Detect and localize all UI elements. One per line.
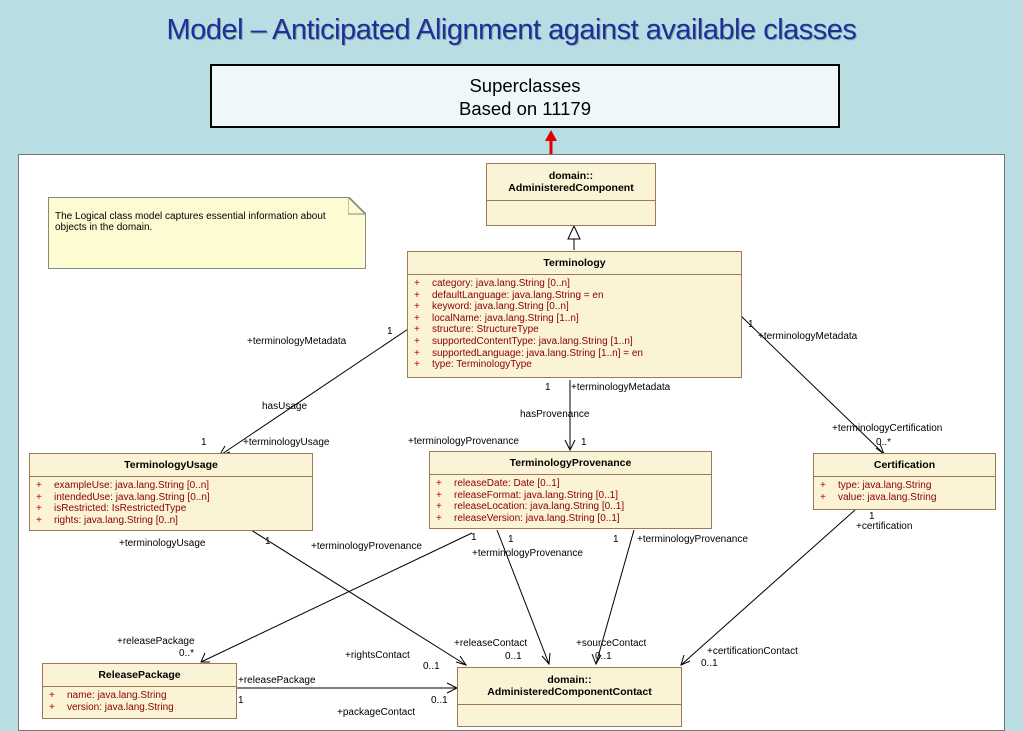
attribute: +localName: java.lang.String [1..n] [414,312,579,324]
attribute: +releaseFormat: java.lang.String [0..1] [436,489,618,501]
class-name: Terminology [408,252,741,275]
attribute: +type: java.lang.String [820,480,932,491]
role-label: +releaseContact [454,638,528,649]
class-title: AdministeredComponentContact [487,686,652,698]
association-label: hasUsage [262,401,308,412]
attribute: +category: java.lang.String [0..n] [414,278,570,289]
class-name: ReleasePackage [43,664,236,687]
role-label: +terminologyProvenance [408,436,519,447]
attribute: +type: TerminologyType [414,359,532,371]
attribute-list: +name: java.lang.String +version: java.l… [43,687,236,717]
role-label: +certification [856,521,913,532]
multiplicity-label: 1 [265,536,271,547]
multiplicity-label: 0..1 [701,658,718,669]
multiplicity-label: 0..1 [423,661,440,672]
attribute: +version: java.lang.String [49,701,174,713]
attribute-list: +exampleUse: java.lang.String [0..n] +in… [30,477,312,530]
multiplicity-label: 1 [471,532,477,543]
class-release-package: ReleasePackage +name: java.lang.String +… [42,663,237,719]
uml-diagram-panel: The Logical class model captures essenti… [18,154,1005,731]
attribute: +intendedUse: java.lang.String [0..n] [36,491,210,503]
superclasses-box: Superclasses Based on 11179 [210,64,840,128]
attribute: +releaseVersion: java.lang.String [0..1] [436,512,620,524]
attribute: +releaseLocation: java.lang.String [0..1… [436,501,625,513]
note-fold-icon [348,197,366,215]
multiplicity-label: 0..1 [505,651,522,662]
multiplicity-label: 0..1 [431,695,448,706]
class-terminology-provenance: TerminologyProvenance +releaseDate: Date… [429,451,712,529]
attribute: +supportedLanguage: java.lang.String [1.… [414,347,643,359]
role-label: +terminologyMetadata [247,336,347,347]
attribute: +value: java.lang.String [820,491,937,503]
class-administered-component: domain:: AdministeredComponent [486,163,656,226]
role-label: +terminologyMetadata [571,382,671,393]
class-administered-component-contact: domain:: AdministeredComponentContact [457,667,682,727]
attribute: +releaseDate: Date [0..1] [436,478,560,489]
attribute: +defaultLanguage: java.lang.String = en [414,289,604,301]
multiplicity-label: 0..1 [595,651,612,662]
class-certification: Certification +type: java.lang.String +v… [813,453,996,510]
class-terminology-usage: TerminologyUsage +exampleUse: java.lang.… [29,453,313,531]
class-namespace: domain:: [548,170,594,182]
attribute-list: +category: java.lang.String [0..n] +defa… [408,275,741,375]
class-namespace: domain:: [547,674,592,686]
note: The Logical class model captures essenti… [48,197,366,269]
class-name: TerminologyProvenance [430,452,711,475]
role-label: +terminologyProvenance [637,534,748,545]
role-label: +rightsContact [345,650,410,661]
role-label: +releasePackage [117,636,195,647]
role-label: +terminologyProvenance [311,541,422,552]
role-label: +terminologyUsage [243,437,330,448]
class-title: AdministeredComponent [508,182,634,194]
attribute: +supportedContentType: java.lang.String … [414,335,633,347]
role-label: +packageContact [337,707,416,718]
attribute-list: +type: java.lang.String +value: java.lan… [814,477,995,507]
multiplicity-label: 0..* [876,437,892,448]
attribute: +rights: java.lang.String [0..n] [36,514,178,526]
association-label: hasProvenance [520,409,590,420]
attribute: +isRestricted: IsRestrictedType [36,503,187,515]
multiplicity-label: 1 [238,695,244,706]
class-name: domain:: AdministeredComponentContact [458,668,681,705]
class-name: domain:: AdministeredComponent [487,164,655,201]
superclasses-label: Superclasses [469,75,581,96]
role-label: +terminologyProvenance [472,548,583,559]
attribute: +exampleUse: java.lang.String [0..n] [36,480,210,491]
multiplicity-label: 1 [545,382,551,393]
role-label: +terminologyMetadata [758,331,858,342]
multiplicity-label: 1 [387,326,393,337]
class-name: Certification [814,454,995,477]
based-on-label: Based on 11179 [458,98,591,119]
attribute-list: +releaseDate: Date [0..1] +releaseFormat… [430,475,711,528]
multiplicity-label: 1 [201,437,207,448]
role-label: +certificationContact [707,646,798,657]
role-label: +terminologyUsage [119,538,206,549]
role-label: +terminologyCertification [832,423,943,434]
multiplicity-label: 1 [613,534,619,545]
multiplicity-label: 1 [508,534,514,545]
association-lines [200,210,886,694]
role-label: +sourceContact [576,638,647,649]
attribute: +name: java.lang.String [49,690,167,701]
role-label: +releasePackage [238,675,316,686]
class-name: TerminologyUsage [30,454,312,477]
multiplicity-label: 1 [869,511,875,522]
class-terminology: Terminology +category: java.lang.String … [407,251,742,378]
multiplicity-label: 1 [748,319,754,330]
attribute: +keyword: java.lang.String [0..n] [414,301,569,313]
multiplicity-label: 0..* [179,648,195,659]
attribute: +structure: StructureType [414,324,539,336]
multiplicity-label: 1 [581,437,587,448]
slide-title: Model – Anticipated Alignment against av… [166,14,857,46]
